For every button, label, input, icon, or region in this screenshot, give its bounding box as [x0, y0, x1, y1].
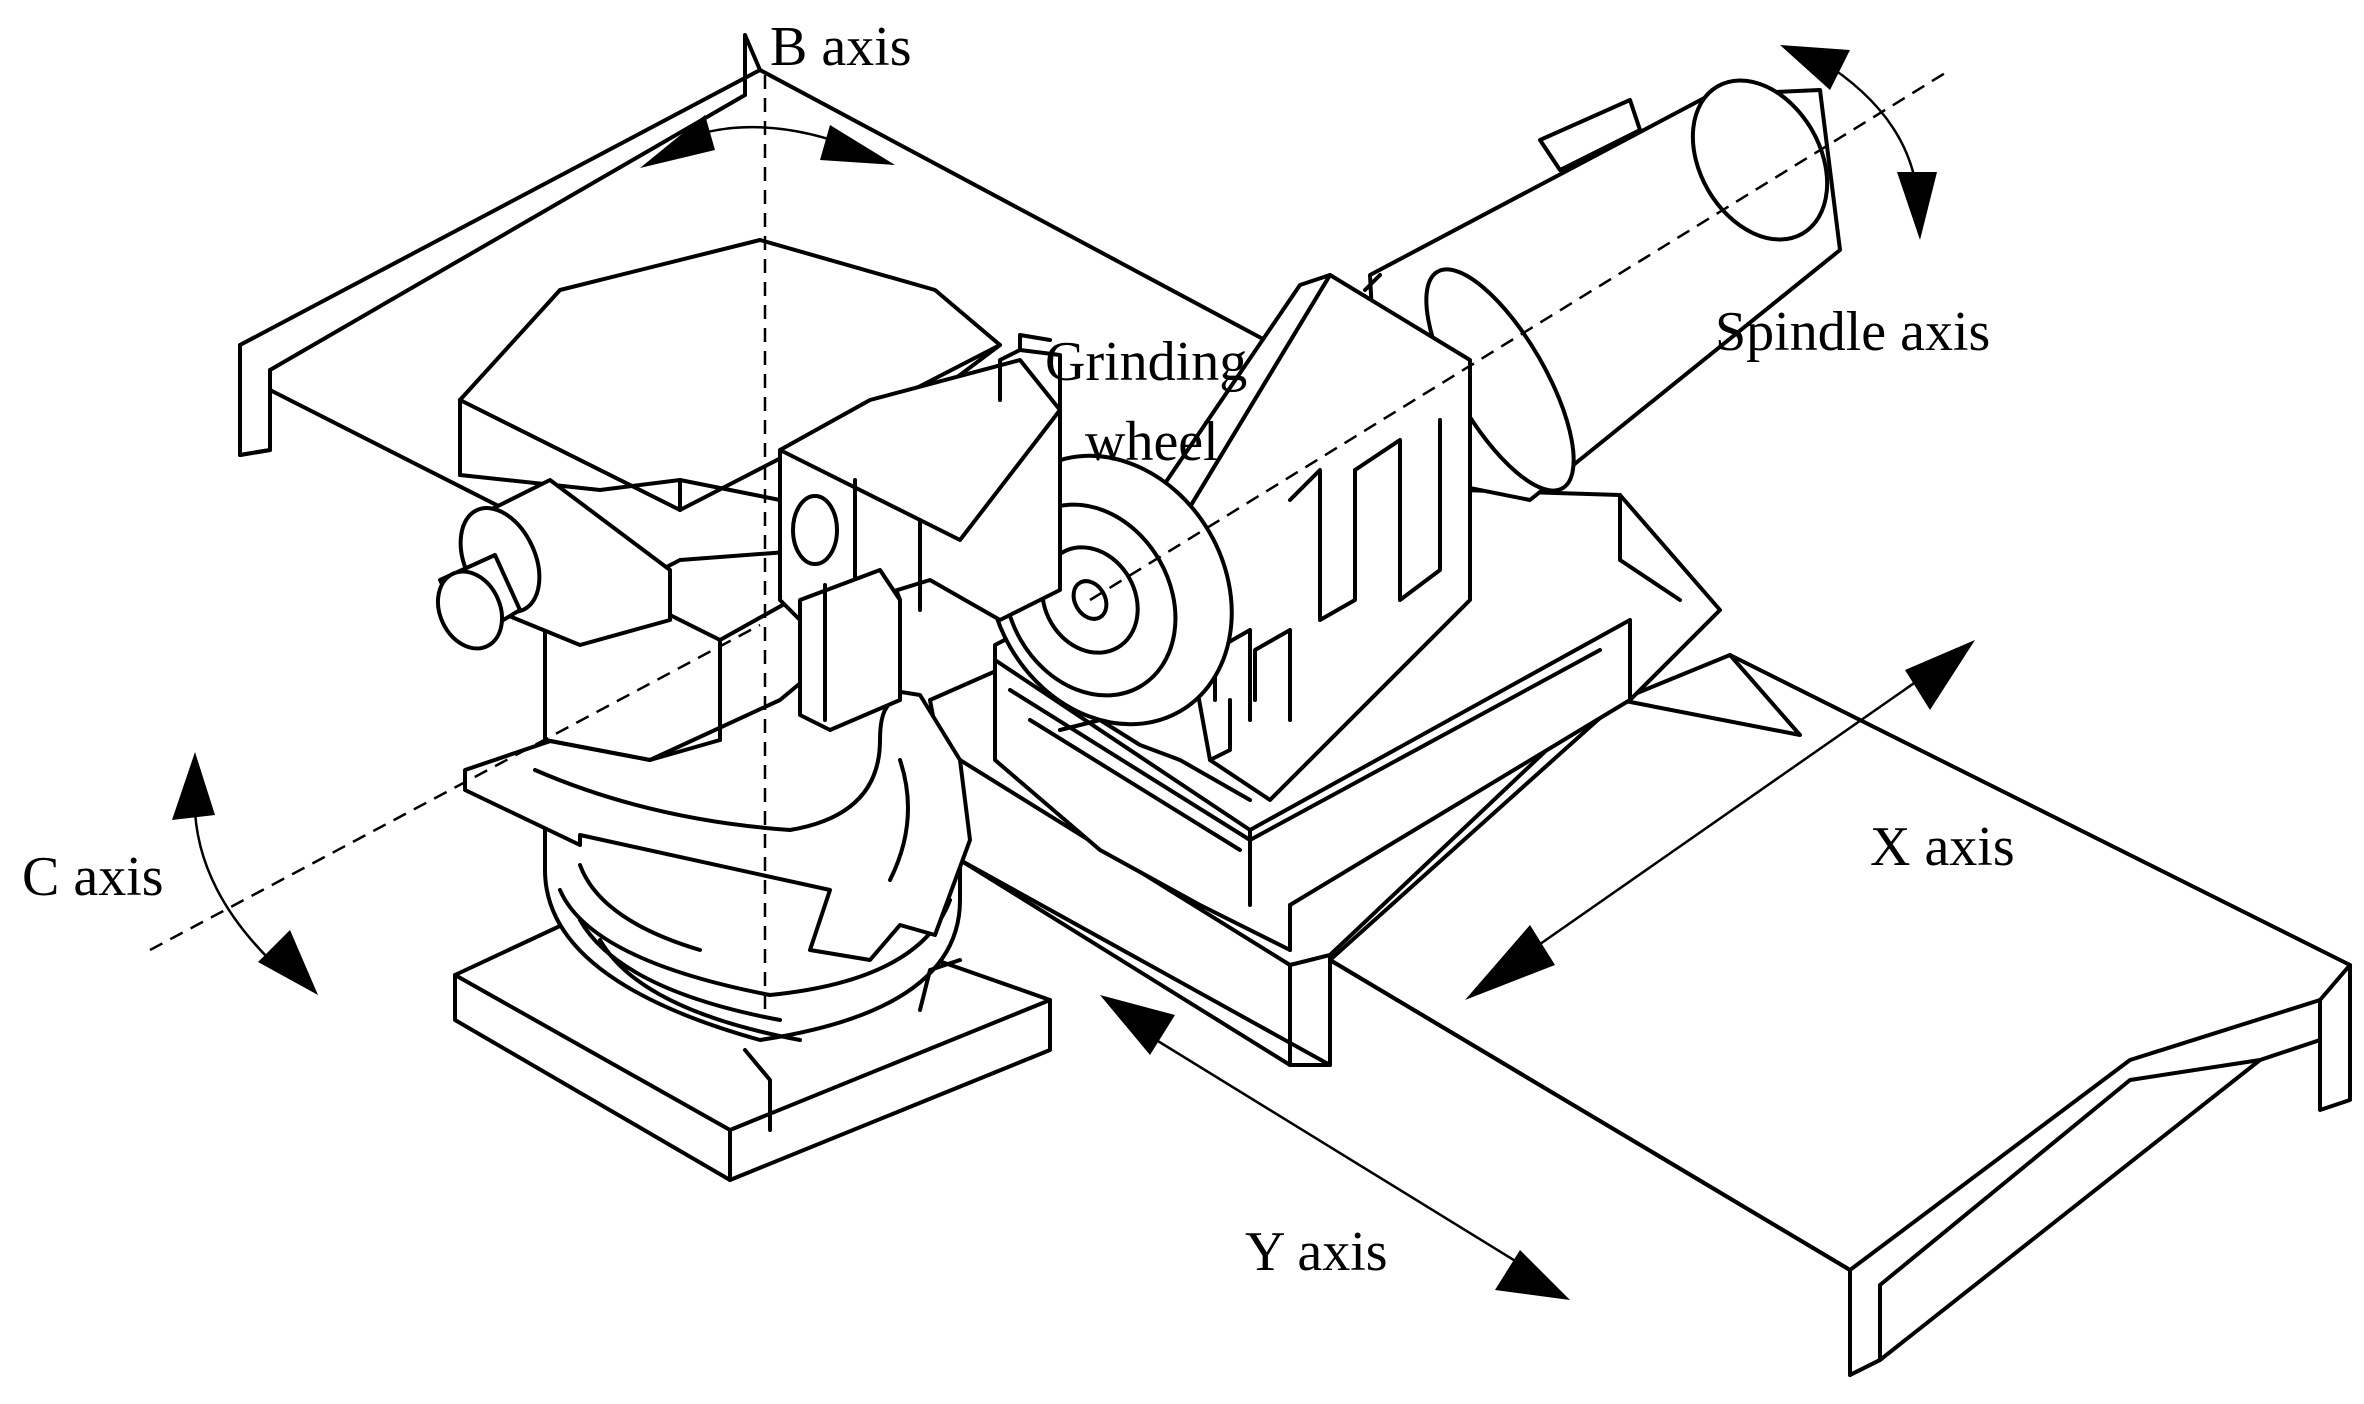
c-axis-centerline [149, 623, 761, 952]
workpiece-chuck [435, 478, 672, 651]
axis-centerlines [149, 68, 1951, 1010]
c-axis-label: C axis [22, 846, 164, 908]
x-axis-arrow [1465, 640, 1975, 1000]
grinding-wheel-label-line2: wheel [1085, 411, 1219, 473]
spindle-axis-centerline [1089, 68, 1951, 602]
b-axis-column [798, 568, 902, 732]
c-axis-arrow [172, 752, 318, 995]
grinding-wheel-label-line1: Grinding [1045, 331, 1247, 393]
x-axis-label: X axis [1870, 816, 2015, 878]
right-cover-plate [1328, 653, 2352, 1377]
labels: B axis C axis Grinding wheel Spindle axi… [22, 16, 2015, 1283]
spindle-axis-label: Spindle axis [1715, 301, 1990, 363]
spindle-clamp-block [778, 333, 1062, 622]
y-axis-label: Y axis [1245, 1221, 1388, 1283]
y-axis-arrow [1100, 995, 1570, 1300]
spindle-rotation-arrow [1780, 45, 1937, 240]
b-axis-arrow [640, 115, 895, 168]
b-axis-label: B axis [770, 16, 912, 78]
